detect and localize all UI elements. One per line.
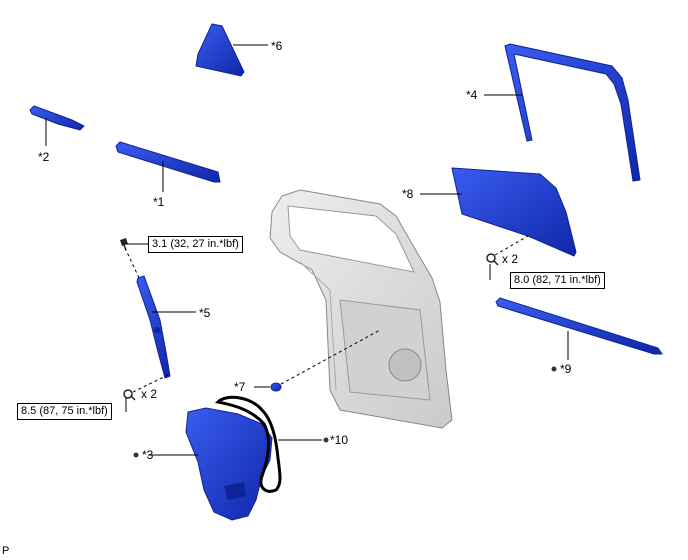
torque-spec-upper-left: 3.1 (32, 27 in.*lbf) [148, 236, 243, 253]
bolt-lower-left-icon [123, 389, 136, 401]
part-3-shape [185, 407, 273, 521]
label-part-4: *4 [466, 88, 478, 102]
label-part-5: *5 [199, 306, 211, 320]
part-7-clip [270, 382, 282, 392]
label-part-7: *7 [234, 380, 246, 394]
corner-code: P [2, 545, 10, 557]
part-9-shape [495, 297, 663, 355]
part-6-shape [195, 23, 245, 77]
label-part-10: *10 [330, 433, 349, 447]
torque-spec-lower-left: 8.5 (87, 75 in.*lbf) [17, 403, 112, 420]
part-8-shape [451, 167, 577, 257]
part-10-seal [214, 395, 282, 493]
label-part-8: *8 [402, 187, 414, 201]
quantity-lower-left: x 2 [141, 387, 158, 401]
part-5-shape [136, 275, 171, 379]
label-part-3: *3 [142, 448, 154, 462]
part-2-shape [29, 105, 85, 131]
bolt-upper-right-icon [486, 253, 499, 266]
label-part-1: *1 [153, 195, 165, 209]
dot-3 [133, 452, 139, 458]
door-panel [269, 189, 453, 429]
label-part-9: *9 [560, 362, 572, 376]
label-part-6: *6 [271, 39, 283, 53]
dot-10 [323, 437, 329, 443]
part-1-shape [115, 141, 221, 183]
dot-9 [551, 366, 557, 372]
quantity-upper-right: x 2 [502, 252, 519, 266]
label-part-2: *2 [38, 150, 50, 164]
torque-spec-upper-right: 8.0 (82, 71 in.*lbf) [510, 272, 605, 289]
part-4-shape [504, 43, 641, 182]
